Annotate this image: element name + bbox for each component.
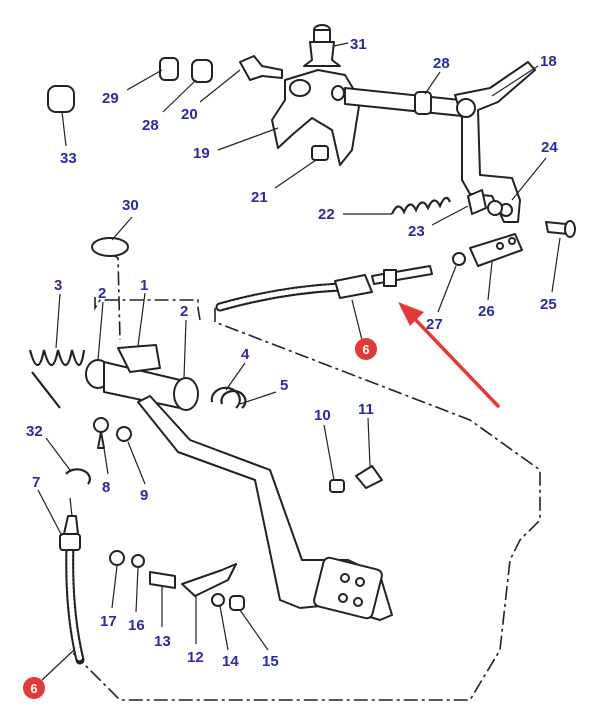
- callout-9: 9: [140, 487, 148, 504]
- cap-33: [47, 85, 75, 113]
- callout-1: 1: [140, 277, 148, 294]
- badge-label: 6: [30, 681, 37, 696]
- plug-30: [91, 237, 129, 257]
- callout-29: 29: [102, 90, 119, 107]
- fork-lever-assembly: [271, 24, 536, 223]
- spring-3: [28, 349, 86, 409]
- lever-hub: [456, 98, 476, 118]
- badge-label: 6: [362, 342, 369, 357]
- bolt-20: [239, 55, 283, 81]
- bolt-24: [487, 200, 503, 216]
- callout-11: 11: [358, 401, 374, 418]
- callout-16: 16: [128, 617, 145, 634]
- nut-15: [229, 595, 245, 611]
- leader-lines: [37, 42, 561, 651]
- balljoint-8: [93, 417, 109, 433]
- clip-part: [311, 145, 329, 161]
- bolt-13: [149, 571, 176, 589]
- badge-circle: [23, 677, 45, 699]
- callout-26: 26: [478, 303, 495, 320]
- callout-13: 13: [154, 633, 171, 650]
- washer-9: [116, 426, 132, 442]
- callout-18: 18: [540, 53, 557, 70]
- bolt-11: [355, 465, 383, 489]
- callout-3: 3: [54, 277, 62, 294]
- washer-14: [211, 593, 225, 607]
- callout-8: 8: [102, 479, 110, 496]
- callout-2-left: 2: [98, 285, 106, 302]
- callout-14: 14: [222, 653, 239, 670]
- spring-22: [390, 196, 452, 215]
- circlip-5: [220, 389, 247, 409]
- callout-19: 19: [193, 145, 210, 162]
- callout-28-shaft: 28: [433, 55, 450, 72]
- shaft-part: [344, 87, 463, 117]
- callout-20: 20: [181, 106, 198, 123]
- badge-circle: [355, 338, 377, 360]
- callout-7: 7: [32, 474, 40, 491]
- washer-16: [131, 554, 145, 568]
- callout-5: 5: [280, 377, 288, 394]
- pedal-pad: [313, 556, 383, 620]
- nut-27: [452, 252, 466, 266]
- bracket-12: [181, 563, 237, 597]
- callout-labels: 31 29 28 20 28 18 33 19 21 24 22 23 30 2…: [26, 36, 558, 670]
- lever-arm-part: [454, 61, 536, 223]
- bush-2-right: [173, 377, 199, 411]
- callout-2-right: 2: [180, 303, 188, 320]
- fork-hub: [331, 85, 345, 101]
- cable-nut: [383, 269, 397, 287]
- plug-outline: [107, 251, 121, 341]
- highlight-badge-cable-top: 6: [355, 338, 377, 360]
- highlight-badge-cable-bottom: 6: [23, 677, 45, 699]
- callout-10: 10: [314, 407, 331, 424]
- bushing-28: [191, 59, 213, 83]
- fork-hole: [289, 79, 311, 97]
- bushing-29: [159, 57, 179, 81]
- nut-10: [329, 479, 345, 493]
- callout-33: 33: [60, 150, 77, 167]
- callout-31: 31: [350, 36, 367, 53]
- assembly-outline: [69, 308, 541, 701]
- breather-cap-part: [303, 41, 341, 67]
- callout-27: 27: [426, 316, 443, 333]
- callout-25: 25: [540, 296, 557, 313]
- clip-32: [65, 468, 91, 485]
- callout-28: 28: [142, 117, 159, 134]
- cable-end-fitting: [334, 274, 373, 299]
- callout-15: 15: [262, 653, 279, 670]
- shaft-collar: [414, 91, 432, 115]
- callout-4: 4: [241, 346, 250, 363]
- highlight-arrow: [398, 302, 500, 408]
- grommet-7: [59, 533, 81, 551]
- callout-32: 32: [26, 423, 43, 440]
- pedal-bracket: [117, 344, 161, 373]
- callout-24: 24: [541, 139, 558, 156]
- callout-17: 17: [100, 613, 117, 630]
- nut-17: [109, 550, 125, 566]
- callout-30: 30: [122, 197, 139, 214]
- callout-23: 23: [408, 223, 425, 240]
- callout-21: 21: [251, 189, 268, 206]
- pedal-assembly: [28, 344, 393, 621]
- callout-22: 22: [318, 206, 335, 223]
- circlip-4: [210, 386, 241, 409]
- callout-12: 12: [187, 649, 204, 666]
- plate-23: [467, 189, 487, 215]
- cap-body: [313, 29, 331, 43]
- cable-threaded-rod: [371, 265, 433, 285]
- pedal-group-bracket: [94, 297, 201, 321]
